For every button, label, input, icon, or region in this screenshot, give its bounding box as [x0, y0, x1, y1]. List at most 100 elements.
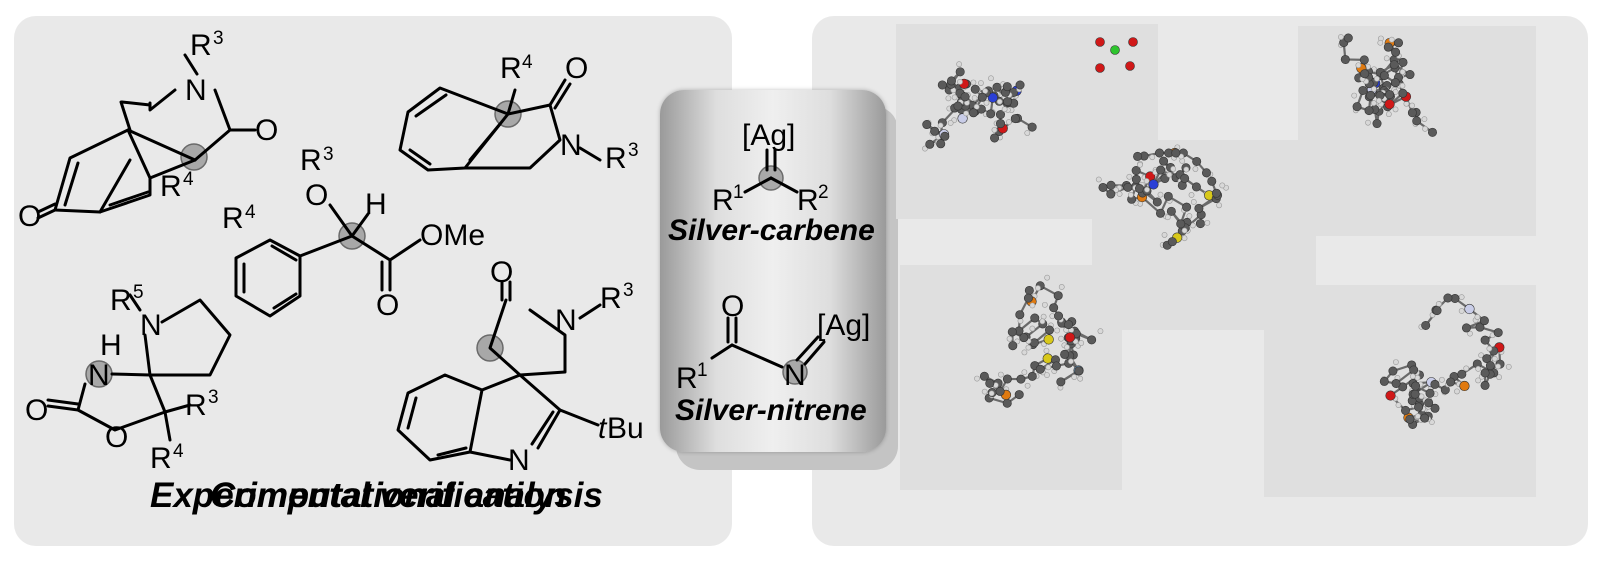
oxaz-o-ring: O	[105, 421, 128, 454]
carbon-atom	[1401, 405, 1411, 415]
carbon-atom	[1379, 71, 1389, 81]
hydrogen-atom	[1399, 68, 1406, 75]
indolenine-tbu: Bu	[607, 412, 644, 445]
hydrogen-atom	[1338, 34, 1344, 40]
carbon-atom	[1171, 148, 1181, 158]
hydrogen-atom	[1035, 285, 1041, 291]
hydrogen-atom	[1373, 75, 1380, 82]
nitrene-r1-sup: 1	[697, 360, 708, 381]
silver-carbene-structure: [Ag] R 1 R 2 Silver-carbene	[668, 119, 875, 247]
hydrogen-atom	[1071, 374, 1078, 380]
carbon-atom	[1015, 310, 1025, 320]
hydrogen-atom	[1024, 130, 1031, 136]
hydrogen-atom	[951, 94, 958, 101]
hydrogen-atom	[1157, 191, 1164, 198]
hydrogen-atom	[1351, 92, 1358, 99]
hydrogen-atom	[1385, 111, 1392, 118]
carbon-atom	[1176, 219, 1186, 229]
oxaz-r5-sup: 5	[133, 282, 144, 303]
nitrene-o: O	[721, 290, 744, 323]
hydrogen-atom	[1006, 119, 1012, 125]
carbon-atom	[1160, 174, 1170, 184]
indolenine-o: O	[490, 256, 513, 289]
hydrogen-atom	[956, 61, 963, 68]
hydrogen-atom	[947, 120, 954, 126]
hydrogen-atom	[973, 103, 980, 110]
heteroatom	[987, 92, 998, 103]
carbon-atom	[1340, 54, 1350, 64]
silver-nitrene-structure: O [Ag] R 1 N Silver-nitrene	[675, 290, 870, 427]
carbene-r1: R	[712, 184, 734, 217]
carbon-atom	[1167, 237, 1177, 247]
carbon-atom	[1053, 291, 1063, 301]
hydrogen-atom	[1463, 365, 1470, 372]
carbon-atom	[1064, 320, 1074, 330]
carbon-atom	[1029, 338, 1039, 348]
carbon-atom	[1360, 69, 1370, 79]
hydrogen-atom	[1219, 182, 1226, 189]
carbon-atom	[1430, 379, 1440, 389]
hydrogen-atom	[1021, 369, 1028, 376]
carbon-atom	[985, 378, 995, 388]
hydrogen-atom	[1127, 192, 1134, 198]
hydrogen-atom	[1149, 154, 1156, 161]
hydrogen-atom	[1043, 347, 1050, 354]
carbon-atom	[940, 131, 950, 141]
nitrene-ag: [Ag]	[817, 309, 870, 342]
carbon-atom	[1385, 90, 1395, 100]
carbon-atom	[1414, 402, 1424, 412]
hydrogen-atom	[1190, 199, 1197, 205]
carbon-atom	[1407, 108, 1417, 118]
hydrogen-atom	[1388, 36, 1395, 43]
carbon-atom	[1159, 156, 1169, 166]
carbon-atom	[1182, 202, 1192, 212]
complex-top-left	[922, 61, 1037, 152]
carbon-atom	[1411, 381, 1421, 391]
oxaz-n-carbamate: N	[88, 359, 110, 392]
hydrogen-atom	[1395, 402, 1402, 409]
hydrogen-atom	[1186, 213, 1193, 219]
hydrogen-atom	[1495, 363, 1501, 370]
hydrogen-atom	[1044, 372, 1050, 378]
carbon-atom	[1394, 38, 1404, 48]
carbon-atom	[1201, 168, 1211, 178]
hydrogen-atom	[1458, 308, 1465, 314]
carbon-atom	[936, 139, 946, 149]
hydrogen-atom	[970, 79, 977, 86]
ester-r4-sup: 4	[245, 202, 256, 223]
hydrogen-atom	[1496, 374, 1503, 381]
carbon-atom	[1425, 388, 1435, 398]
azulenone-r4-sup: 4	[522, 52, 533, 73]
carbon-atom	[1398, 88, 1408, 98]
nitrene-r1: R	[676, 362, 698, 395]
carbon-atom	[1461, 323, 1471, 333]
hydrogen-atom	[988, 390, 995, 397]
carbon-atom	[1443, 293, 1453, 303]
hydrogen-atom	[1409, 373, 1416, 380]
carbon-atom	[1352, 102, 1362, 112]
carbon-atom	[977, 92, 987, 102]
hydrogen-atom	[1435, 301, 1442, 307]
spiro-r3: R	[190, 29, 212, 62]
species-card	[660, 90, 886, 452]
carbon-atom	[1412, 116, 1422, 126]
carbon-atom	[1180, 173, 1190, 183]
carbon-atom	[995, 386, 1005, 396]
carbon-atom	[1016, 374, 1026, 384]
hydrogen-atom	[988, 75, 994, 82]
carbon-atom	[1003, 97, 1013, 107]
oxaz-r4: R	[150, 442, 172, 475]
carbon-atom	[1060, 349, 1070, 359]
hydrogen-atom	[1126, 173, 1133, 180]
hydrogen-atom	[1029, 302, 1036, 309]
ester-ome: OMe	[420, 219, 485, 252]
ester-r3: R	[300, 144, 322, 177]
oxaz-h: H	[100, 329, 122, 362]
hydrogen-atom	[1505, 363, 1512, 370]
carbon-atom	[968, 108, 978, 118]
hydrogen-atom	[1204, 219, 1211, 226]
hydrogen-atom	[937, 122, 944, 129]
carbon-atom	[1098, 182, 1108, 192]
oxaz-r4-sup: 4	[173, 441, 184, 462]
